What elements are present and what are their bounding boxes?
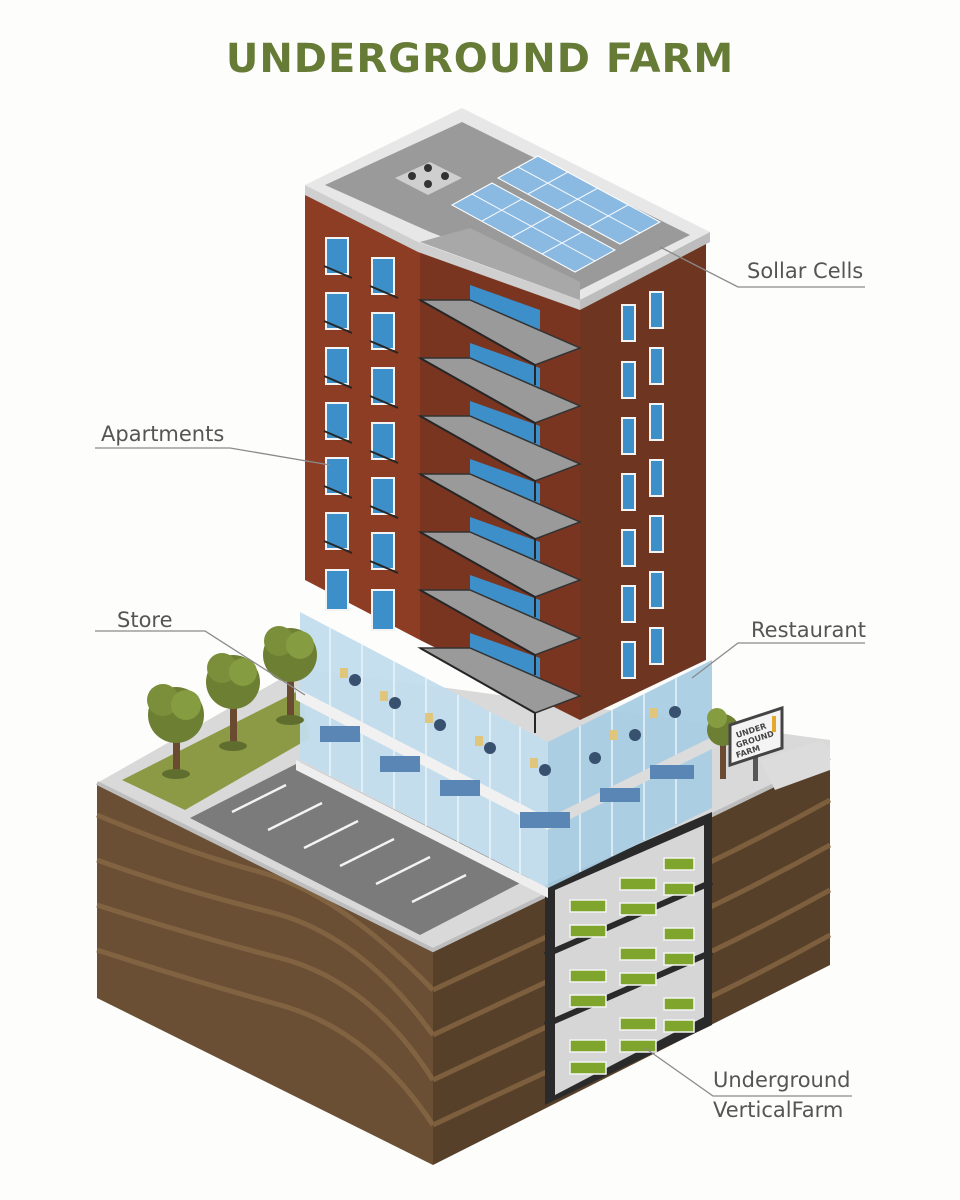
label-store: Store — [117, 608, 173, 632]
trees — [147, 626, 739, 779]
lawn — [122, 690, 310, 810]
label-restaurant: Restaurant — [751, 618, 866, 642]
glass-floors — [296, 612, 716, 898]
underground-farm — [543, 812, 714, 1105]
label-solar-cells: Sollar Cells — [747, 259, 864, 283]
roof — [305, 108, 710, 310]
sign-accent — [772, 716, 776, 732]
label-farm-line2: VerticalFarm — [713, 1098, 844, 1122]
apartment-tower — [305, 195, 706, 733]
leader-lines — [95, 246, 865, 1097]
farm-entrance — [728, 705, 830, 790]
page-title: UNDERGROUND FARM — [225, 36, 735, 82]
label-apartments: Apartments — [101, 422, 225, 446]
parking-lot — [190, 762, 530, 935]
label-farm-line1: Underground — [713, 1068, 851, 1092]
